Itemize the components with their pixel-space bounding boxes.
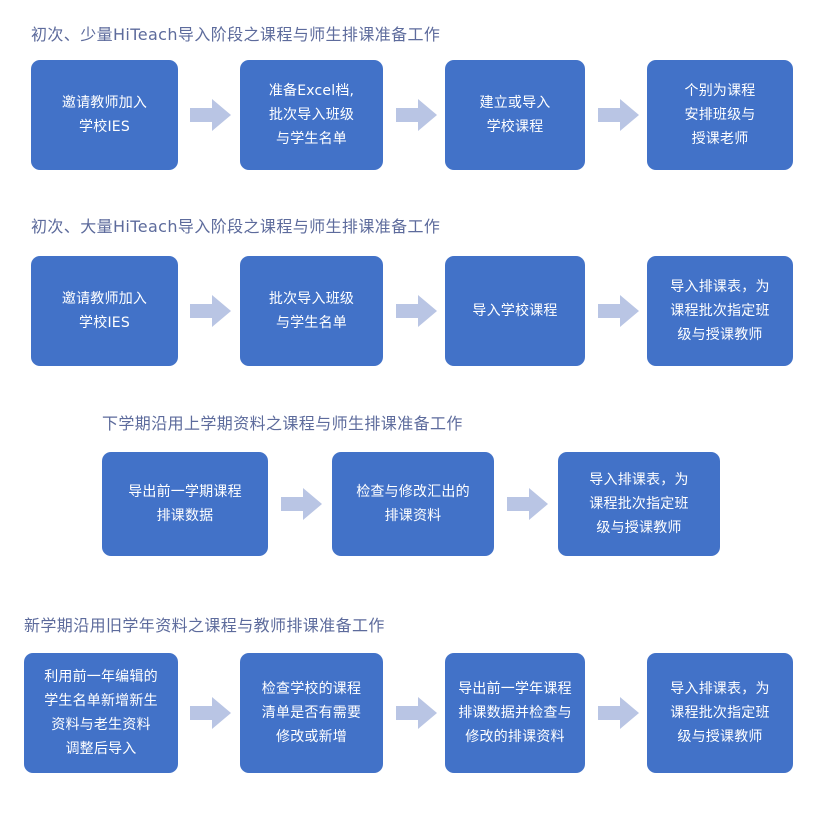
flow-arrow-icon [396,98,438,132]
process-node[interactable]: 导入排课表，为 课程批次指定班 级与授课教师 [558,452,720,556]
process-node-label: 导入排课表，为 课程批次指定班 级与授课教师 [670,681,770,745]
process-node[interactable]: 检查与修改汇出的 排课资料 [332,452,494,556]
process-node-label: 邀请教师加入 学校IES [61,291,148,331]
flow-arrow-icon [396,696,438,730]
process-node[interactable]: 邀请教师加入 学校IES [31,256,178,366]
process-node-label: 准备Excel档, 批次导入班级 与学生名单 [268,83,355,147]
process-node[interactable]: 导出前一学年课程 排课数据并检查与 修改的排课资料 [445,653,585,773]
process-node-label: 导出前一学期课程 排课数据 [128,484,242,524]
flow-arrow-icon [190,696,232,730]
process-node[interactable]: 建立或导入 学校课程 [445,60,585,170]
process-node[interactable]: 导出前一学期课程 排课数据 [102,452,268,556]
section-title-first-time-large: 初次、大量HiTeach导入阶段之课程与师生排课准备工作 [31,217,441,236]
process-node-label: 检查学校的课程 清单是否有需要 修改或新增 [261,681,362,745]
flow-arrow-icon [598,696,640,730]
flow-arrow-icon [598,294,640,328]
process-node[interactable]: 邀请教师加入 学校IES [31,60,178,170]
process-node[interactable]: 导入排课表，为 课程批次指定班 级与授课教师 [647,653,793,773]
flow-arrow-icon [396,294,438,328]
flow-arrow-icon [507,487,549,521]
process-node-label: 导入排课表，为 课程批次指定班 级与授课教师 [670,279,770,343]
process-node[interactable]: 个别为课程 安排班级与 授课老师 [647,60,793,170]
process-node-label: 检查与修改汇出的 排课资料 [356,484,470,524]
flow-arrow-icon [190,98,232,132]
process-node-label: 个别为课程 安排班级与 授课老师 [684,83,756,147]
section-title-first-time-small: 初次、少量HiTeach导入阶段之课程与师生排课准备工作 [31,25,441,44]
process-node-label: 导入学校课程 [472,303,558,319]
section-title-new-year-reuse: 新学期沿用旧学年资料之课程与教师排课准备工作 [24,616,385,635]
process-node-label: 建立或导入 学校课程 [479,95,551,135]
process-node[interactable]: 利用前一年编辑的 学生名单新增新生 资料与老生资料 调整后导入 [24,653,178,773]
process-node-label: 批次导入班级 与学生名单 [268,291,355,331]
process-node-label: 导出前一学年课程 排课数据并检查与 修改的排课资料 [458,681,572,745]
process-node-label: 利用前一年编辑的 学生名单新增新生 资料与老生资料 调整后导入 [44,669,158,757]
process-node[interactable]: 导入学校课程 [445,256,585,366]
process-node[interactable]: 准备Excel档, 批次导入班级 与学生名单 [240,60,383,170]
process-node-label: 导入排课表，为 课程批次指定班 级与授课教师 [589,472,689,536]
flow-arrow-icon [190,294,232,328]
process-node[interactable]: 检查学校的课程 清单是否有需要 修改或新增 [240,653,383,773]
flow-arrow-icon [281,487,323,521]
section-title-next-semester-reuse: 下学期沿用上学期资料之课程与师生排课准备工作 [102,414,463,433]
process-node[interactable]: 导入排课表，为 课程批次指定班 级与授课教师 [647,256,793,366]
process-node-label: 邀请教师加入 学校IES [61,95,148,135]
process-node[interactable]: 批次导入班级 与学生名单 [240,256,383,366]
flow-arrow-icon [598,98,640,132]
